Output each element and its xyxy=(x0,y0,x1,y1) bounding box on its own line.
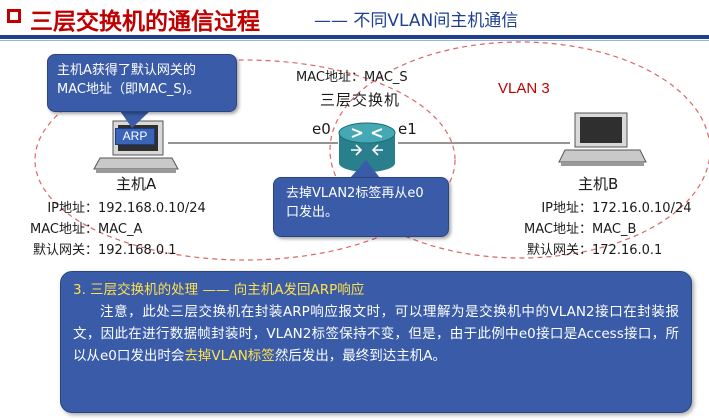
callout-remove-tag: 去掉VLAN2标签再从e0 口发出。 xyxy=(273,177,449,237)
host-a-mac-key: MAC地址： xyxy=(10,218,98,237)
host-a-name: 主机A xyxy=(116,173,156,194)
host-b-mac-value: MAC_B xyxy=(592,222,636,237)
router-name: 三层交换机 xyxy=(320,89,400,110)
router-mac-label: MAC地址：MAC_S xyxy=(296,66,408,85)
callout-center-line2: 口发出。 xyxy=(286,203,439,222)
host-b-gateway-key: 默认网关： xyxy=(500,239,592,258)
callout-left-line1: 主机A获得了默认网关的 xyxy=(57,61,227,80)
step-body-part2: 然后发出，最终到达主机A。 xyxy=(275,348,446,364)
host-b-gateway-row: 默认网关：172.16.0.1 xyxy=(500,239,662,258)
callout-left-line2: MAC地址（即MAC_S)。 xyxy=(57,80,227,99)
host-b-ip-value: 172.16.0.10/24 xyxy=(592,201,692,216)
host-a-gateway-row: 默认网关：192.168.0.1 xyxy=(10,239,177,258)
host-a-ip-row: IP地址：192.168.0.10/24 xyxy=(10,197,206,216)
step-title: 3. 三层交换机的处理 —— 向主机A发回ARP响应 xyxy=(73,279,679,301)
port-e1-label: e1 xyxy=(398,120,417,138)
vlan3-label: VLAN 3 xyxy=(498,80,550,97)
callout-center-line1: 去掉VLAN2标签再从e0 xyxy=(286,184,439,203)
step-explanation-box: 3. 三层交换机的处理 —— 向主机A发回ARP响应 注意，此处三层交换机在封装… xyxy=(60,271,692,413)
host-b-mac-key: MAC地址： xyxy=(500,218,592,237)
host-b-mac-row: MAC地址：MAC_B xyxy=(500,218,636,237)
host-b-name: 主机B xyxy=(578,173,618,194)
host-b-ip-key: IP地址： xyxy=(500,197,592,216)
host-a-gateway-key: 默认网关： xyxy=(10,239,98,258)
host-a-mac-value: MAC_A xyxy=(98,222,142,237)
callout-hosta-gateway: 主机A获得了默认网关的 MAC地址（即MAC_S)。 xyxy=(47,54,237,112)
host-b-gateway-value: 172.16.0.1 xyxy=(592,243,662,258)
host-a-ip-value: 192.168.0.10/24 xyxy=(98,201,206,216)
host-a-mac-row: MAC地址：MAC_A xyxy=(10,218,142,237)
computer-icon-host-b xyxy=(559,113,646,166)
arp-label: ARP xyxy=(115,128,155,145)
step-body-highlight: 去掉VLAN标签 xyxy=(184,348,274,364)
step-body: 注意，此处三层交换机在封装ARP响应报文时，可以理解为是交换机中的VLAN2接口… xyxy=(73,301,679,367)
host-b-ip-row: IP地址：172.16.0.10/24 xyxy=(500,197,692,216)
host-a-gateway-value: 192.168.0.1 xyxy=(98,243,177,258)
host-a-ip-key: IP地址： xyxy=(10,197,98,216)
port-e0-label: e0 xyxy=(312,120,331,138)
